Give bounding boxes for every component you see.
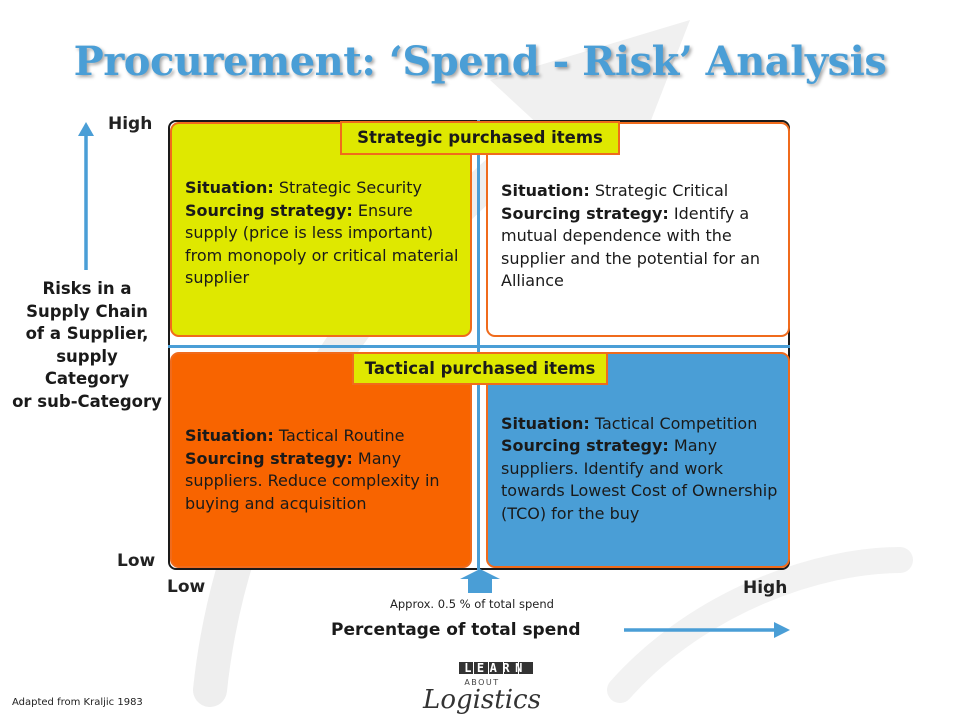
quadrant-strategic-security: Situation: Strategic Security Sourcing s… [170, 122, 472, 337]
tactical-items-band: Tactical purchased items [352, 352, 608, 385]
sourcing-value: Identify a mutual dependence with the su… [501, 203, 761, 291]
situation-value: Strategic Critical [594, 181, 729, 201]
sourcing-label: Sourcing strategy: [185, 200, 353, 220]
source-credit: Adapted from Kraljic 1983 [12, 697, 143, 708]
sourcing-value: Ensure supply (price is less important) … [185, 200, 459, 288]
sourcing-label: Sourcing strategy: [501, 203, 669, 223]
page-title: Procurement: ‘Spend - Risk’ Analysis [73, 38, 887, 85]
sourcing-label: Sourcing strategy: [501, 436, 669, 456]
quadrant-tactical-competition: Situation: Tactical Competition Sourcing… [486, 352, 790, 568]
learn-letter-boxes [459, 662, 533, 674]
logo-learn: LEARN [464, 661, 528, 675]
y-axis-title-line: of a Supplier, [25, 324, 149, 343]
quadrant-strategic-critical: Situation: Strategic Critical Sourcing s… [486, 122, 790, 337]
logo-about: ABOUT [464, 678, 499, 687]
y-axis-title-line: Supply Chain [26, 301, 148, 321]
threshold-note: Approx. 0.5 % of total spend [390, 597, 554, 611]
y-axis-high-label: High [108, 114, 153, 134]
vertical-divider [477, 120, 480, 570]
y-axis-title-line: Category [44, 369, 130, 388]
sourcing-value: Many suppliers. Reduce complexity in buy… [185, 448, 440, 513]
situation-value: Strategic Security [278, 178, 422, 198]
situation-label: Situation: [501, 181, 590, 201]
situation-value: Tactical Routine [278, 426, 405, 445]
logo-logistics: Logistics [422, 685, 541, 715]
y-axis-title: Risks in a Supply Chain of a Supplier, s… [12, 278, 162, 413]
x-axis-high-label: High [743, 578, 788, 598]
situation-label: Situation: [185, 178, 274, 198]
spend-threshold-marker-icon [460, 569, 500, 593]
y-axis-arrow [78, 122, 94, 270]
quadrant-tactical-routine: Situation: Tactical Routine Sourcing str… [170, 352, 472, 568]
y-axis-title-line: Risks in a [42, 279, 132, 298]
y-axis-low-label: Low [117, 551, 156, 571]
sourcing-label: Sourcing strategy: [185, 448, 353, 468]
learn-about-logistics-logo: LEARN ABOUT Logistics [422, 661, 541, 715]
x-axis-title: Percentage of total spend [331, 620, 581, 640]
y-axis-title-line: or sub-Category [12, 391, 162, 411]
sourcing-value: Many suppliers. Identify and work toward… [501, 436, 778, 523]
situation-label: Situation: [185, 426, 274, 445]
strategic-items-band: Strategic purchased items [340, 121, 620, 155]
y-axis-title-line: supply [56, 346, 118, 366]
situation-value: Tactical Competition [594, 413, 758, 433]
x-axis-arrow [624, 622, 790, 638]
situation-label: Situation: [501, 413, 590, 433]
x-axis-low-label: Low [167, 577, 206, 597]
